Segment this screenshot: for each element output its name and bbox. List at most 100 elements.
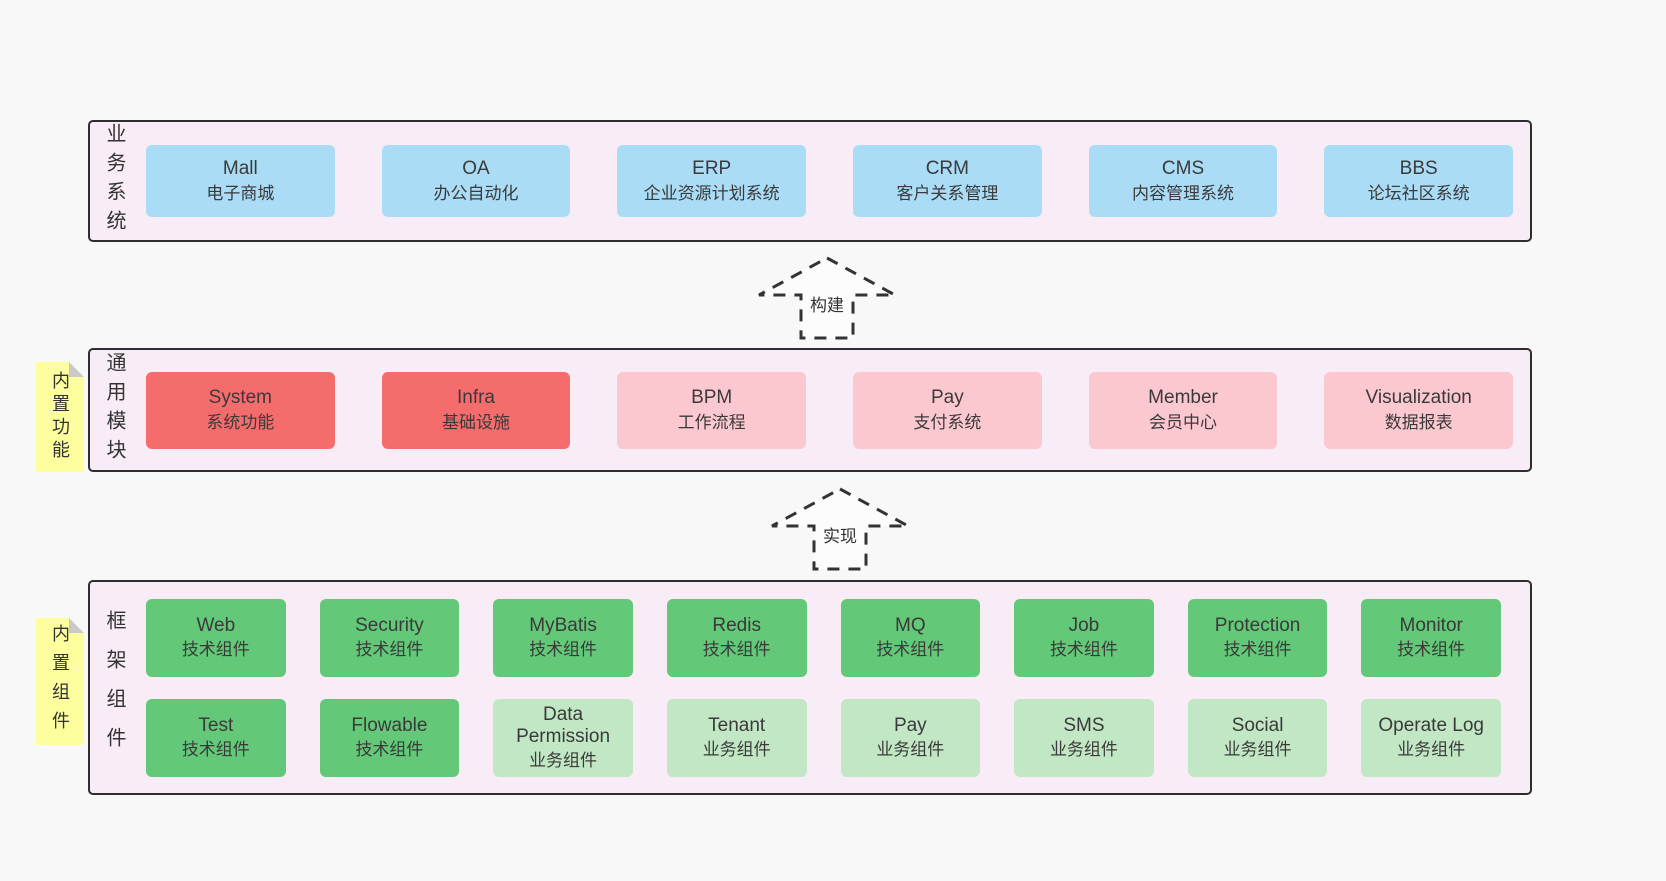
box-title: Pay: [893, 715, 927, 737]
panel-common-modules: 通用模块 System 系统功能 Infra 基础设施 BPM 工作流程 Pay…: [88, 348, 1532, 472]
business-box-mall: Mall 电子商城: [146, 145, 335, 217]
panel-components-label-col: 框架组件: [90, 582, 138, 793]
box-title: Job: [1068, 615, 1100, 637]
business-box-cms: CMS 内容管理系统: [1088, 145, 1278, 217]
component-box-tenant: Tenant 业务组件: [666, 698, 807, 777]
sticky-built-in-components-label: 内置组件: [50, 623, 70, 740]
module-box-pay: Pay 支付系统: [853, 371, 1042, 449]
box-subtitle: 技术组件: [181, 639, 250, 659]
box-subtitle: 电子商城: [206, 184, 275, 203]
sticky-built-in-components: 内置组件: [36, 618, 84, 745]
box-subtitle: 系统功能: [206, 413, 275, 432]
component-box-redis: Redis 技术组件: [666, 598, 807, 677]
box-subtitle: 企业资源计划系统: [643, 184, 780, 203]
box-subtitle: 内容管理系统: [1132, 184, 1235, 203]
panel-components-label: 框架组件: [103, 609, 125, 766]
box-title: Member: [1148, 386, 1218, 408]
box-title: BPM: [691, 386, 733, 408]
box-title: ERP: [692, 157, 732, 179]
implement-arrow-label: 实现: [821, 522, 859, 547]
component-box-mq: MQ 技术组件: [840, 598, 981, 677]
component-box-flowable: Flowable 技术组件: [319, 698, 460, 777]
component-rows: Web 技术组件 Security 技术组件 MyBatis 技术组件 Redi…: [138, 582, 1530, 793]
box-title: CRM: [925, 157, 969, 179]
component-box-test: Test 技术组件: [146, 698, 286, 777]
box-subtitle: 论坛社区系统: [1367, 184, 1470, 203]
box-title: Web: [196, 615, 236, 637]
box-subtitle: 基础设施: [442, 413, 510, 432]
box-subtitle: 技术组件: [702, 639, 771, 659]
component-box-web: Web 技术组件: [146, 598, 286, 677]
business-box-bbs: BBS 论坛社区系统: [1324, 145, 1514, 217]
component-row-2: Test 技术组件 Flowable 技术组件 Data Permission …: [146, 698, 1501, 777]
sticky-built-in-features-label: 内置功能: [50, 371, 70, 463]
sticky-fold-icon: [69, 618, 84, 633]
box-title: SMS: [1063, 715, 1105, 737]
sticky-built-in-features: 内置功能: [36, 362, 84, 472]
box-title: BBS: [1399, 157, 1438, 179]
sticky-fold-icon: [69, 362, 84, 377]
component-box-mybatis: MyBatis 技术组件: [493, 598, 633, 677]
box-subtitle: 会员中心: [1149, 413, 1218, 432]
module-boxes: System 系统功能 Infra 基础设施 BPM 工作流程 Pay 支付系统…: [138, 350, 1530, 470]
box-subtitle: 业务组件: [876, 739, 945, 759]
box-title: Protection: [1214, 615, 1301, 637]
box-title: OA: [462, 157, 490, 179]
build-arrow: 构建: [756, 255, 898, 341]
box-title: CMS: [1161, 157, 1205, 179]
component-box-pay: Pay 业务组件: [840, 698, 981, 777]
box-subtitle: 业务组件: [702, 739, 771, 759]
box-title: Security: [355, 615, 424, 637]
component-box-monitor: Monitor 技术组件: [1361, 598, 1501, 677]
component-box-data-permission: Data Permission 业务组件: [493, 698, 633, 777]
panel-business-systems: 业务系统 Mall 电子商城 OA 办公自动化 ERP 企业资源计划系统 CRM…: [88, 120, 1532, 242]
component-box-protection: Protection 技术组件: [1187, 598, 1328, 677]
component-row-1: Web 技术组件 Security 技术组件 MyBatis 技术组件 Redi…: [146, 598, 1501, 677]
box-subtitle: 技术组件: [1397, 639, 1466, 659]
box-title: Flowable: [351, 715, 428, 737]
business-box-crm: CRM 客户关系管理: [853, 145, 1042, 217]
module-box-visualization: Visualization 数据报表: [1324, 371, 1514, 449]
box-title: Monitor: [1399, 615, 1463, 637]
box-subtitle: 技术组件: [1049, 639, 1118, 659]
panel-business-label: 业务系统: [103, 123, 125, 239]
box-subtitle: 数据报表: [1384, 413, 1453, 432]
panel-modules-label: 通用模块: [103, 352, 125, 468]
box-title: Tenant: [708, 715, 766, 737]
box-title: System: [208, 386, 273, 408]
box-title: Operate Log: [1378, 715, 1484, 737]
box-title: Infra: [456, 386, 496, 408]
business-box-erp: ERP 企业资源计划系统: [617, 145, 807, 217]
module-box-member: Member 会员中心: [1088, 371, 1278, 449]
box-title: MyBatis: [529, 615, 597, 637]
box-title: Redis: [712, 615, 761, 637]
panel-modules-label-col: 通用模块: [90, 350, 138, 470]
box-title: Mall: [222, 157, 258, 179]
box-title: Visualization: [1365, 386, 1472, 408]
box-title: Test: [198, 715, 234, 737]
box-subtitle: 业务组件: [1049, 739, 1118, 759]
box-subtitle: 技术组件: [355, 739, 424, 759]
component-box-sms: SMS 业务组件: [1014, 698, 1154, 777]
box-title: Pay: [930, 386, 964, 408]
box-subtitle: 业务组件: [1223, 739, 1292, 759]
box-subtitle: 支付系统: [913, 413, 982, 432]
box-subtitle: 技术组件: [876, 639, 945, 659]
box-subtitle: 业务组件: [1397, 739, 1466, 759]
business-box-oa: OA 办公自动化: [381, 145, 571, 217]
box-subtitle: 办公自动化: [433, 184, 519, 203]
box-subtitle: 客户关系管理: [896, 184, 999, 203]
module-box-system: System 系统功能: [146, 371, 335, 449]
module-box-bpm: BPM 工作流程: [617, 371, 807, 449]
build-arrow-label: 构建: [808, 291, 846, 316]
box-subtitle: 技术组件: [529, 639, 598, 659]
box-title: Data Permission: [516, 703, 611, 748]
box-subtitle: 技术组件: [355, 639, 424, 659]
component-box-security: Security 技术组件: [319, 598, 460, 677]
box-title: MQ: [895, 615, 926, 637]
component-box-job: Job 技术组件: [1014, 598, 1154, 677]
box-subtitle: 业务组件: [529, 750, 598, 770]
business-boxes: Mall 电子商城 OA 办公自动化 ERP 企业资源计划系统 CRM 客户关系…: [138, 122, 1530, 240]
component-box-social: Social 业务组件: [1187, 698, 1328, 777]
